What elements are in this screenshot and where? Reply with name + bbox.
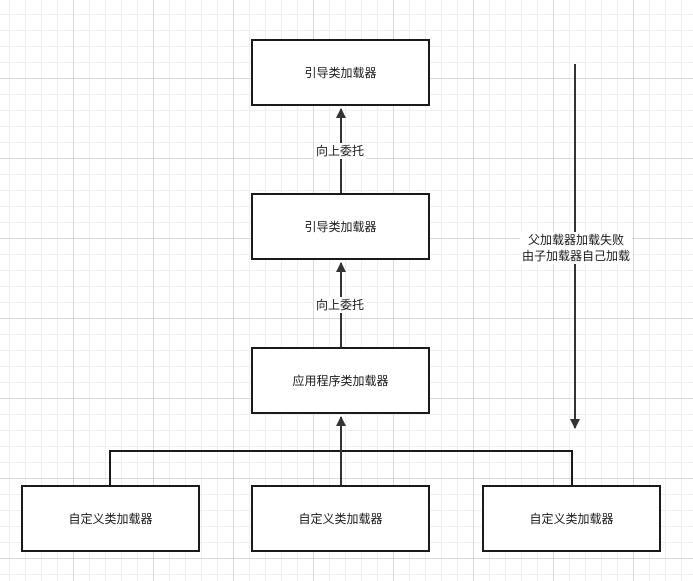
connector-right-branch: [341, 450, 573, 485]
node-label: 自定义类加载器: [68, 512, 153, 526]
node-label: 自定义类加载器: [529, 512, 614, 526]
node-custom-loader-left: 自定义类加载器: [21, 485, 200, 552]
node-custom-loader-center: 自定义类加载器: [251, 485, 430, 552]
node-bootstrap-loader-middle: 引导类加载器: [251, 193, 430, 260]
connector-left-branch: [109, 450, 341, 485]
node-custom-loader-right: 自定义类加载器: [482, 485, 661, 552]
node-label: 引导类加载器: [304, 220, 377, 234]
node-label: 应用程序类加载器: [292, 374, 389, 388]
edge-label-delegate-up-1: 向上委托: [314, 143, 367, 159]
node-label: 自定义类加载器: [298, 512, 383, 526]
fallback-note-line-2: 由子加载器自己加载: [521, 249, 630, 263]
fallback-note-line-1: 父加载器加载失败: [527, 233, 624, 247]
fallback-note: 父加载器加载失败 由子加载器自己加载: [520, 232, 632, 264]
node-label: 引导类加载器: [304, 66, 377, 80]
node-bootstrap-loader-top: 引导类加载器: [251, 39, 430, 106]
edge-label-delegate-up-2: 向上委托: [314, 297, 367, 313]
node-application-loader: 应用程序类加载器: [251, 347, 430, 414]
